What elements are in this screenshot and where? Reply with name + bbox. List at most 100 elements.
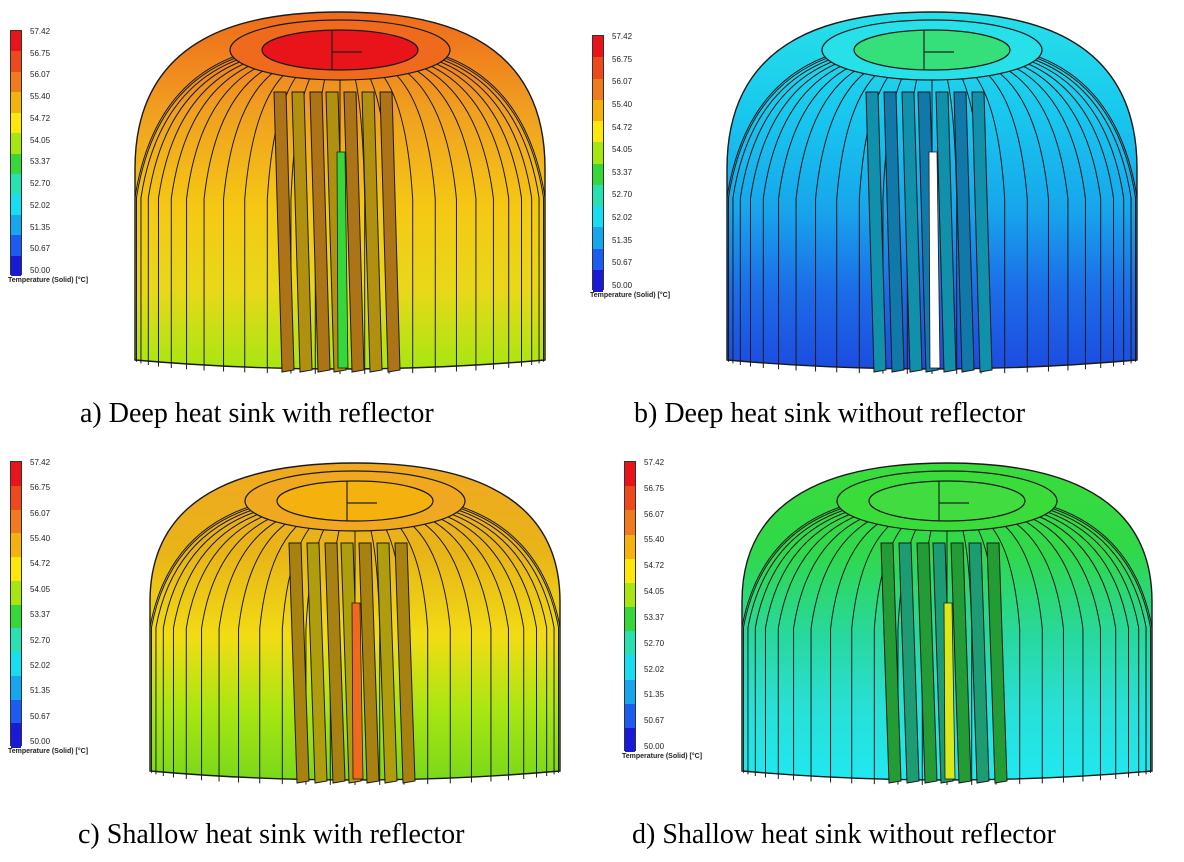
legend-tick-label: 53.37 [612, 167, 633, 177]
caption-a: a) Deep heat sink with reflector [80, 398, 434, 429]
legend-tick-label: 50.67 [30, 244, 51, 254]
legend-tick-label: 50.00 [30, 737, 51, 746]
legend-color-step [593, 36, 603, 58]
legend-tick-label: 52.70 [30, 179, 51, 189]
legend-tick-label: 56.07 [612, 77, 633, 87]
legend-tick-label: 55.40 [644, 535, 665, 545]
legend-color-step [11, 699, 21, 724]
legend-tick-label: 50.00 [30, 266, 51, 275]
legend-tick-label: 56.75 [30, 483, 51, 493]
front-fin [950, 542, 972, 784]
legend-tick-label: 51.35 [644, 690, 665, 700]
front-fin [901, 91, 923, 373]
front-fin [376, 542, 398, 784]
top-center-disk [261, 29, 419, 71]
legend-tick-label: 54.05 [30, 584, 51, 594]
legend-colorbar [624, 461, 636, 753]
legend-color-step [593, 163, 603, 186]
legend-color-step [11, 255, 21, 277]
caption-d: d) Shallow heat sink without reflector [632, 819, 1056, 850]
front-fin [953, 91, 975, 373]
front-fin [865, 91, 887, 373]
legend-color-step [11, 214, 21, 236]
legend-tick-label: 56.75 [30, 48, 51, 58]
legend-tick-label: 54.72 [30, 113, 51, 123]
legend-tick-label: 57.42 [30, 27, 51, 36]
legend-tick-label: 50.00 [644, 742, 665, 751]
legend-title: Temperature (Solid) [°C] [622, 753, 703, 760]
top-center-disk [276, 480, 434, 522]
legend-tick-label: 54.05 [612, 145, 633, 155]
legend-color-step [11, 112, 21, 134]
front-fin [361, 91, 383, 373]
legend-color-step [11, 604, 21, 629]
legend-color-step [593, 206, 603, 228]
legend-color-step [11, 509, 21, 534]
legend-color-step [11, 580, 21, 605]
front-fin [968, 542, 990, 784]
front-fin [898, 542, 920, 784]
center-gap [336, 151, 349, 369]
legend-tick-label: 53.37 [644, 612, 665, 622]
front-fin [916, 542, 938, 784]
legend-color-step [593, 184, 603, 207]
legend-color-step [593, 269, 603, 292]
legend-tick-label: 57.42 [644, 458, 665, 467]
legend-colorbar [10, 30, 22, 277]
legend-color-step [625, 486, 635, 511]
legend-tick-label: 54.72 [644, 561, 665, 571]
legend-tick-label: 53.37 [30, 610, 51, 620]
front-fin [343, 91, 365, 373]
front-fin [324, 542, 346, 784]
front-fin [358, 542, 380, 784]
legend-tick-label: 57.42 [30, 458, 51, 467]
legend-color-step [11, 628, 21, 653]
legend-tick-label: 50.00 [612, 281, 633, 290]
center-gap [928, 151, 941, 369]
legend-color-step [625, 534, 635, 560]
caption-b: b) Deep heat sink without reflector [634, 398, 1026, 429]
front-fin [880, 542, 902, 784]
legend-tick-label: 50.67 [30, 711, 51, 721]
legend-color-step [11, 153, 21, 175]
legend-tick-label: 53.37 [30, 157, 51, 167]
center-gap [351, 602, 364, 780]
legend-title: Temperature (Solid) [°C] [590, 292, 671, 299]
legend-color-step [11, 194, 21, 216]
legend-tick-label: 51.35 [30, 686, 51, 696]
heat-sink-render-c [149, 462, 561, 785]
legend-tick-label: 56.07 [30, 70, 51, 80]
legend-color-step [625, 582, 635, 608]
caption-c: c) Shallow heat sink with reflector [78, 819, 465, 850]
legend-tick-label: 56.75 [644, 483, 665, 493]
legend-tick-label: 52.02 [30, 660, 51, 670]
legend-tick-label: 56.07 [30, 508, 51, 518]
legend-tick-label: 55.40 [30, 534, 51, 544]
legend-color-step [593, 227, 603, 249]
legend-color-step [11, 652, 21, 677]
center-gap [943, 602, 956, 780]
legend-tick-label: 55.40 [30, 92, 51, 102]
front-fin [883, 91, 905, 373]
heat-sink-render-d [741, 462, 1153, 785]
legend-color-step [625, 510, 635, 535]
legend-color-step [11, 51, 21, 73]
legend-title: Temperature (Solid) [°C] [8, 277, 89, 284]
legend-tick-label: 54.72 [30, 559, 51, 569]
legend-color-step [11, 31, 21, 52]
legend-color-step [593, 99, 603, 122]
legend-color-step [593, 57, 603, 79]
front-fin [986, 542, 1008, 784]
legend-color-step [11, 462, 21, 487]
legend-color-step [625, 462, 635, 487]
legend-color-step [625, 703, 635, 729]
legend-color-step [593, 121, 603, 143]
legend-tick-label: 52.02 [30, 200, 51, 210]
legend-title: Temperature (Solid) [°C] [8, 748, 89, 755]
legend-colorbar [592, 35, 604, 292]
front-fin [971, 91, 993, 373]
